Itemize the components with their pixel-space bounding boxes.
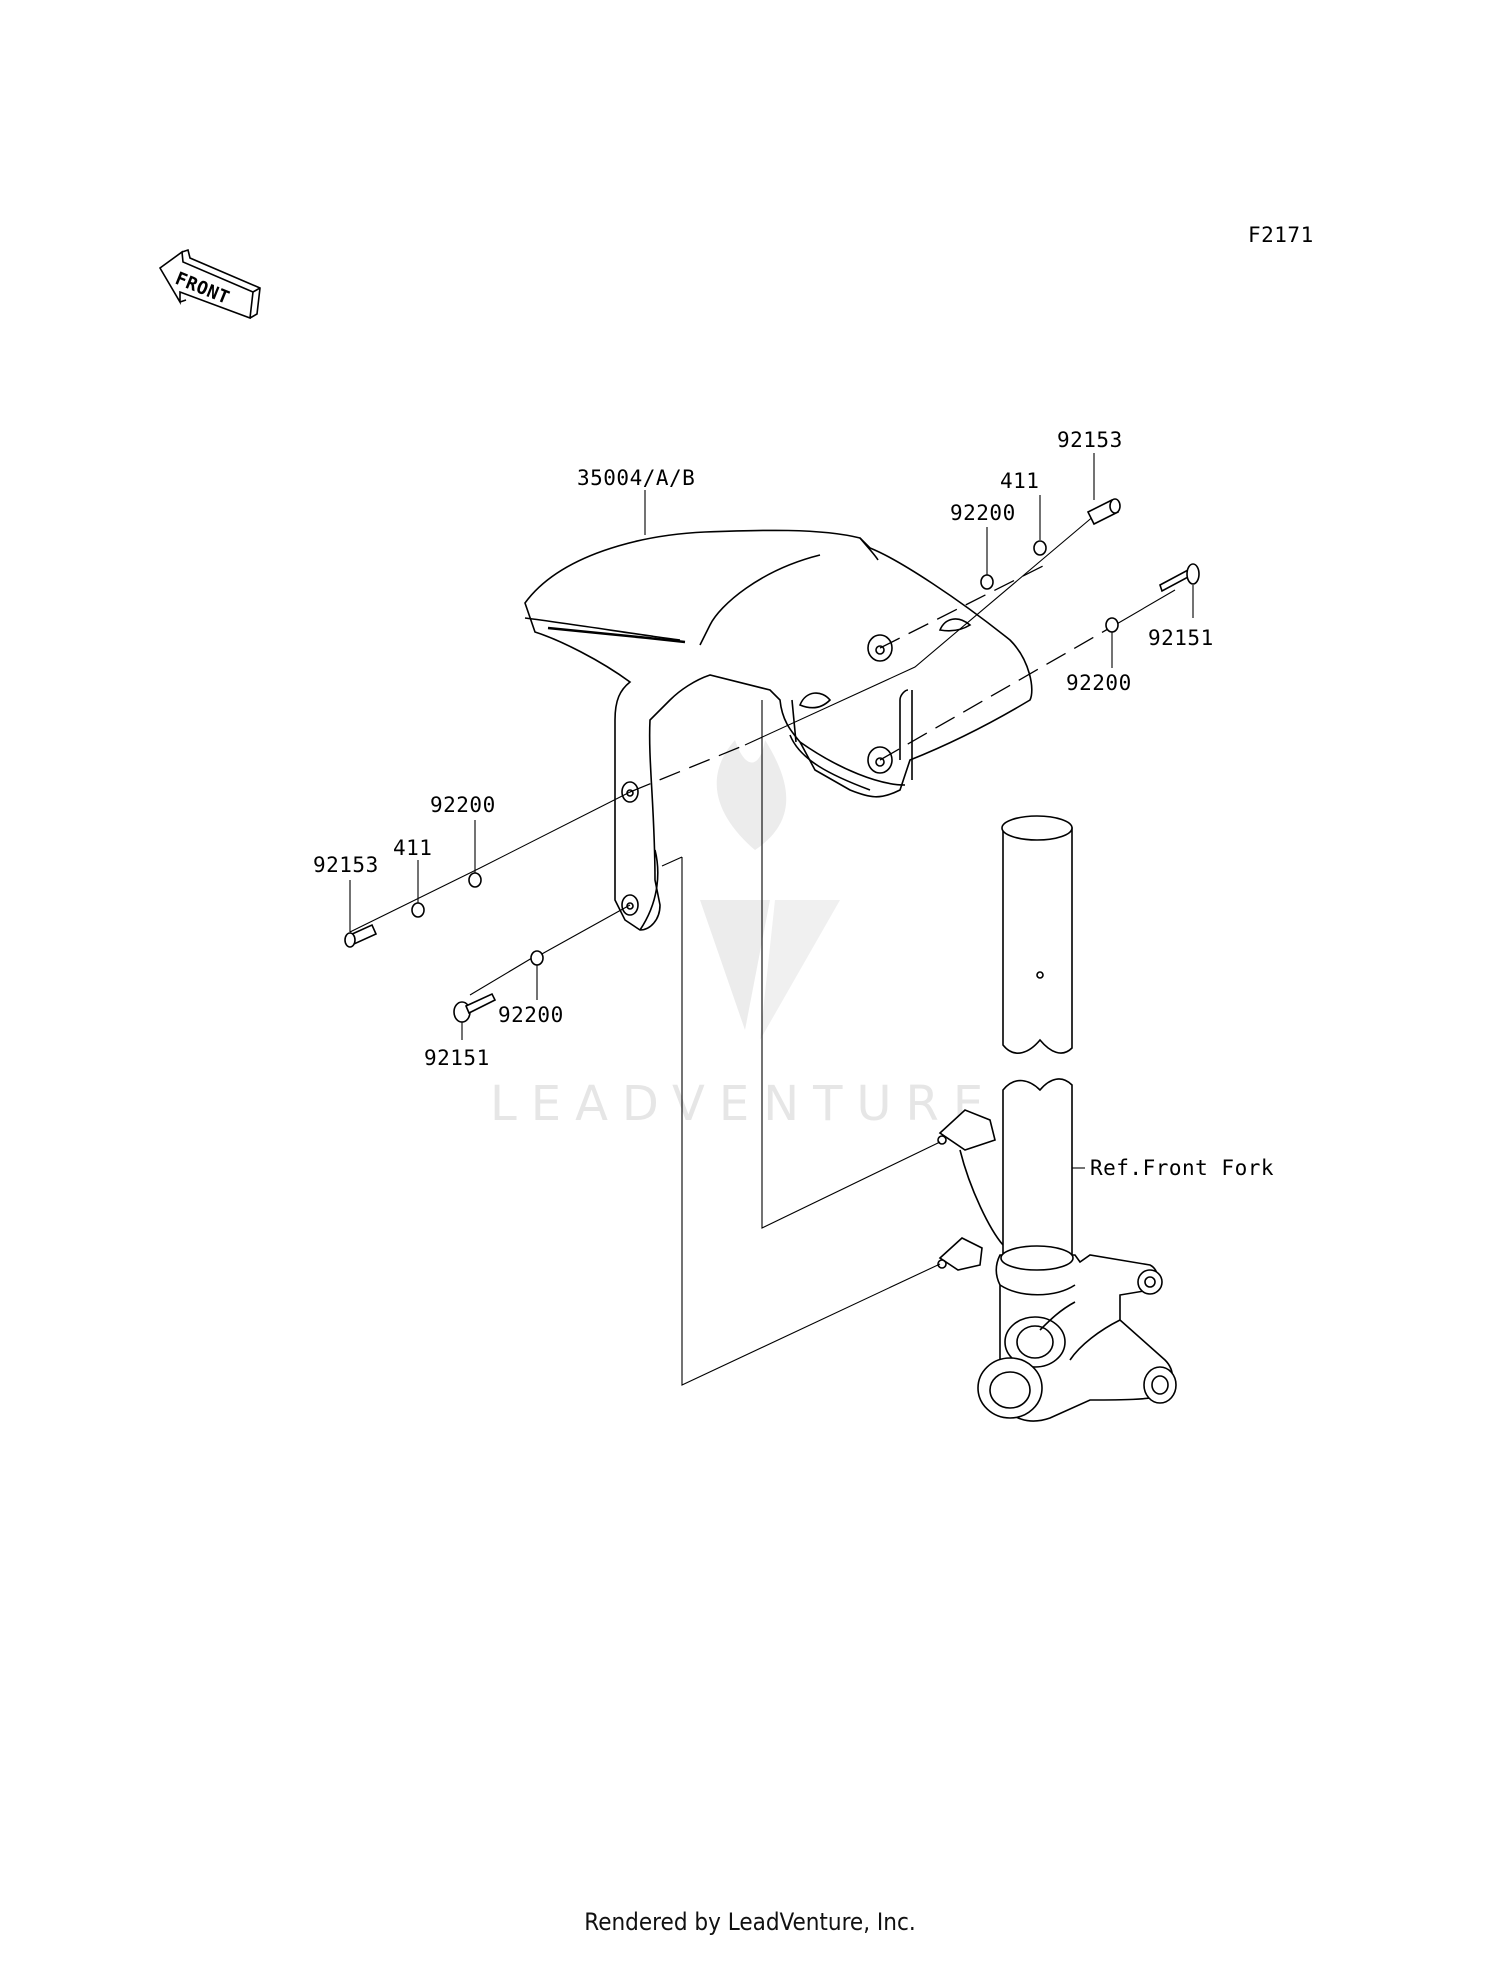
front-fork (937, 815, 1177, 1422)
washer-411-right (1033, 540, 1047, 556)
label-washer-411-left: 411 (393, 836, 432, 860)
label-washer-92200-right-bottom: 92200 (1066, 671, 1132, 695)
leader-left-bottom-2 (469, 954, 538, 996)
bolt-92153-left (344, 923, 378, 948)
label-bolt-92153-right: 92153 (1057, 428, 1123, 452)
leader-left-top (349, 791, 631, 933)
washer-92200-left-bottom (530, 950, 544, 966)
figure-code: F2171 (1248, 223, 1314, 247)
front-label: FRONT (172, 268, 232, 309)
watermark: LEADVENTURE (490, 740, 997, 1132)
fork-connector-lower (681, 857, 941, 1386)
label-washer-92200-right-top: 92200 (950, 501, 1016, 525)
leader-right-top (744, 514, 1096, 746)
screw-92151-left (453, 992, 497, 1023)
washer-411-left (411, 902, 425, 918)
align-line-left-top (629, 744, 746, 793)
leader-left-bottom (539, 904, 631, 956)
label-washer-411-right: 411 (1000, 469, 1039, 493)
label-front-fork-ref: Ref.Front Fork (1090, 1156, 1274, 1180)
connector-tick (661, 856, 683, 867)
watermark-text: LEADVENTURE (490, 1076, 997, 1132)
label-fender: 35004/A/B (577, 466, 695, 490)
washer-92200-left-top (468, 872, 482, 888)
label-screw-92151-left: 92151 (424, 1046, 490, 1070)
label-screw-92151-right: 92151 (1148, 626, 1214, 650)
bolt-92153-right (1086, 498, 1121, 526)
leader-right-bottom (1114, 589, 1176, 626)
washer-92200-right-bottom (1105, 617, 1119, 633)
front-arrow-icon: FRONT (158, 248, 261, 320)
footer-credit: Rendered by LeadVenture, Inc. (584, 1908, 916, 1936)
label-bolt-92153-left: 92153 (313, 853, 379, 877)
label-washer-92200-left-top: 92200 (430, 793, 496, 817)
washer-92200-right-top (980, 574, 994, 590)
align-line-right-bottom (879, 624, 1116, 761)
label-washer-92200-left-bottom: 92200 (498, 1003, 564, 1027)
fork-connector-upper (761, 700, 941, 1229)
screw-92151-right (1159, 563, 1200, 593)
